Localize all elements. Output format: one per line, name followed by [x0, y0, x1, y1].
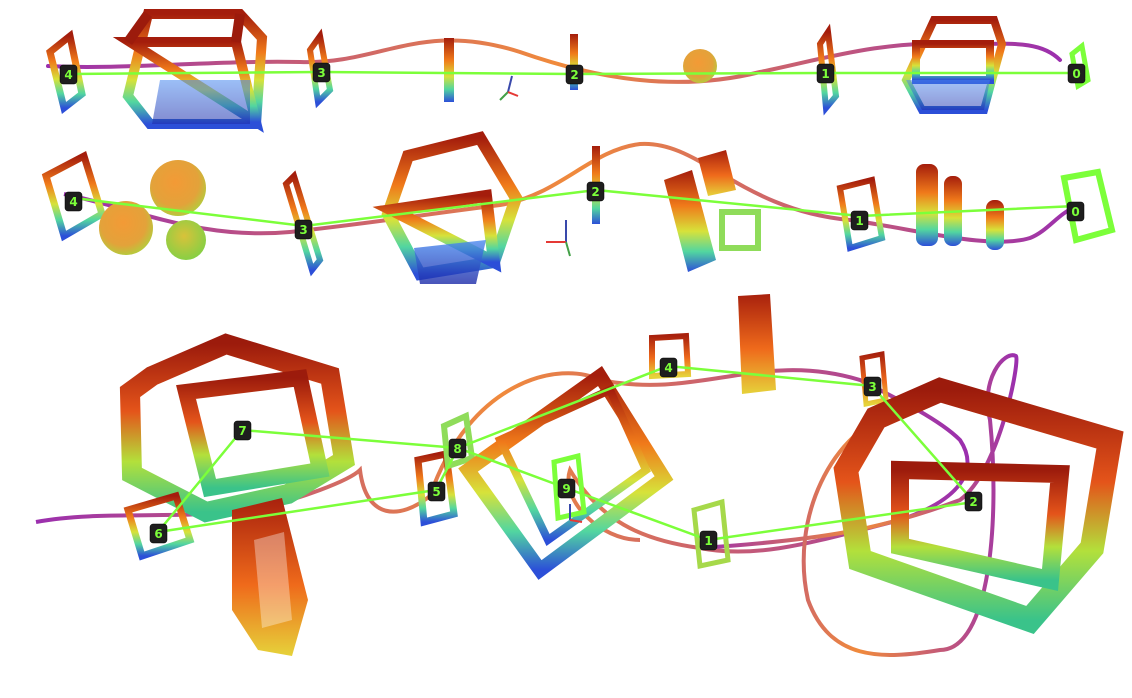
- scene-3-axes-icon: [569, 504, 583, 523]
- scene-3-waypoint-8: 8: [448, 438, 467, 459]
- scene-3-waypoint-9: 9: [557, 478, 576, 499]
- svg-text:3: 3: [317, 66, 325, 80]
- svg-text:0: 0: [1072, 67, 1080, 81]
- scene-2-axes-icon: [546, 220, 571, 257]
- svg-text:2: 2: [570, 68, 578, 82]
- scene-1-waypoint-3: 3: [312, 62, 331, 83]
- scene-1: 0 1 2 3 4: [46, 9, 1091, 133]
- scene-1-waypoint-4: 4: [59, 64, 78, 85]
- scene-3-gate-4: [649, 332, 692, 380]
- scene-3-waypoint-1: 1: [699, 530, 718, 551]
- scene-1-gate-3: [306, 28, 334, 109]
- scene-1-gate-2: [570, 34, 578, 90]
- scene-3-gate-1: [691, 498, 731, 570]
- scene-1-gate-1: [816, 23, 840, 116]
- svg-text:7: 7: [238, 424, 246, 438]
- scene-2-waypoint-0: 0: [1066, 201, 1085, 222]
- scene-3-slab-top: [738, 294, 776, 394]
- scene-2: 0 1 2 3 4: [41, 131, 1116, 284]
- scene-2-waypoint-2: 2: [586, 181, 605, 202]
- scene-2-pillars: [916, 164, 1004, 250]
- scene-3-waypoint-3: 3: [863, 376, 882, 397]
- scene-3-waypoint-5: 5: [427, 481, 446, 502]
- scene-3-gate-8: [440, 411, 476, 471]
- scene-3-gate-9: [551, 452, 587, 522]
- svg-text:8: 8: [453, 442, 461, 456]
- scene-1-waypoint-2: 2: [565, 64, 584, 85]
- svg-text:3: 3: [868, 380, 876, 394]
- scene-2-gate-3: [282, 170, 324, 277]
- svg-text:1: 1: [821, 67, 829, 81]
- svg-text:1: 1: [704, 534, 712, 548]
- scene-2-waypoint-1: 1: [850, 210, 869, 231]
- scene-3-cube-center: [458, 365, 674, 580]
- svg-text:6: 6: [154, 527, 162, 541]
- scene-1-axes-icon: [499, 75, 519, 101]
- scene-3-pillar-slab: [232, 498, 308, 656]
- svg-text:2: 2: [591, 185, 599, 199]
- scene-2-waypoint-3: 3: [294, 219, 313, 240]
- scene-3-cube-left: [119, 333, 355, 523]
- scene-2-spheres: [99, 160, 206, 260]
- scene-3-trajectory: [35, 368, 970, 554]
- scene-3-cube-right: [833, 377, 1124, 635]
- scene-3-waypoint-7: 7: [233, 420, 252, 441]
- scene-1-sphere: [683, 49, 717, 83]
- svg-text:3: 3: [299, 223, 307, 237]
- scene-2-gate-4: [41, 150, 107, 242]
- svg-text:2: 2: [969, 495, 977, 509]
- svg-text:9: 9: [562, 482, 570, 496]
- svg-text:4: 4: [69, 195, 77, 209]
- scene-2-waypoint-4: 4: [64, 191, 83, 212]
- scene-1-gate-mid-a: [444, 38, 454, 102]
- svg-text:1: 1: [855, 214, 863, 228]
- scene-3-waypoint-2: 2: [964, 491, 983, 512]
- svg-text:4: 4: [664, 361, 672, 375]
- svg-text:0: 0: [1071, 205, 1079, 219]
- scene-3-waypoint-4: 4: [659, 357, 678, 378]
- scene-1-gate-4: [46, 29, 86, 115]
- scene-3-gate-5: [414, 449, 458, 527]
- scene-1-cube-right: [901, 16, 1007, 114]
- scene-3-waypoint-6: 6: [149, 523, 168, 544]
- scene-3: 1 2 3 4 5 6 7 8 9: [35, 294, 1124, 657]
- scene-3-gate-6: [123, 491, 195, 561]
- scene-2-columns: [664, 150, 761, 272]
- scene-2-gate-1: [836, 176, 886, 252]
- scene-1-cube-large: [112, 9, 268, 133]
- svg-text:5: 5: [432, 485, 440, 499]
- scene-1-waypoint-0: 0: [1067, 63, 1086, 84]
- svg-text:4: 4: [64, 68, 72, 82]
- scene-1-waypoint-1: 1: [816, 63, 835, 84]
- scene-2-cube: [372, 131, 523, 284]
